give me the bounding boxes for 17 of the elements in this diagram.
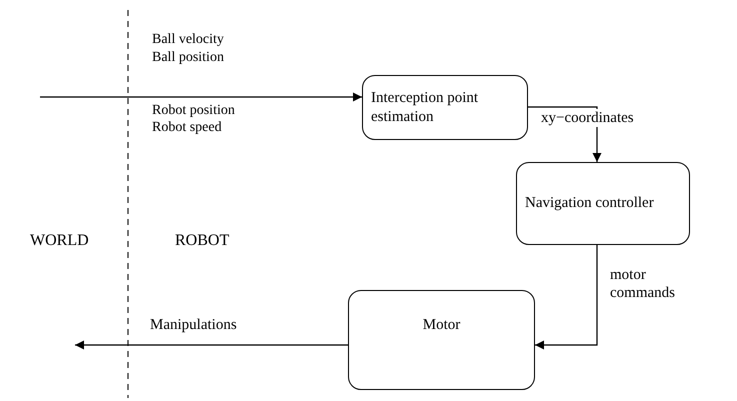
edge-label: xy−coordinates: [541, 109, 634, 127]
arrow: [75, 340, 348, 350]
box-label: Interception point estimation: [370, 88, 480, 126]
region-label: ROBOT: [175, 231, 230, 250]
signal-label: Robot position: [152, 103, 235, 120]
box-label: Motor: [422, 316, 462, 334]
edge-label: Manipulations: [150, 316, 237, 334]
arrow: [535, 245, 598, 350]
process-box: [516, 162, 690, 245]
box-label: Navigation controller: [524, 194, 655, 213]
region-label: WORLD: [30, 231, 89, 250]
process-box: [348, 290, 535, 390]
arrow: [40, 92, 362, 102]
signal-label: Ball velocity: [152, 32, 224, 49]
process-box: [362, 75, 528, 140]
signal-label: Robot speed: [152, 120, 222, 137]
signal-label: Ball position: [152, 50, 224, 67]
